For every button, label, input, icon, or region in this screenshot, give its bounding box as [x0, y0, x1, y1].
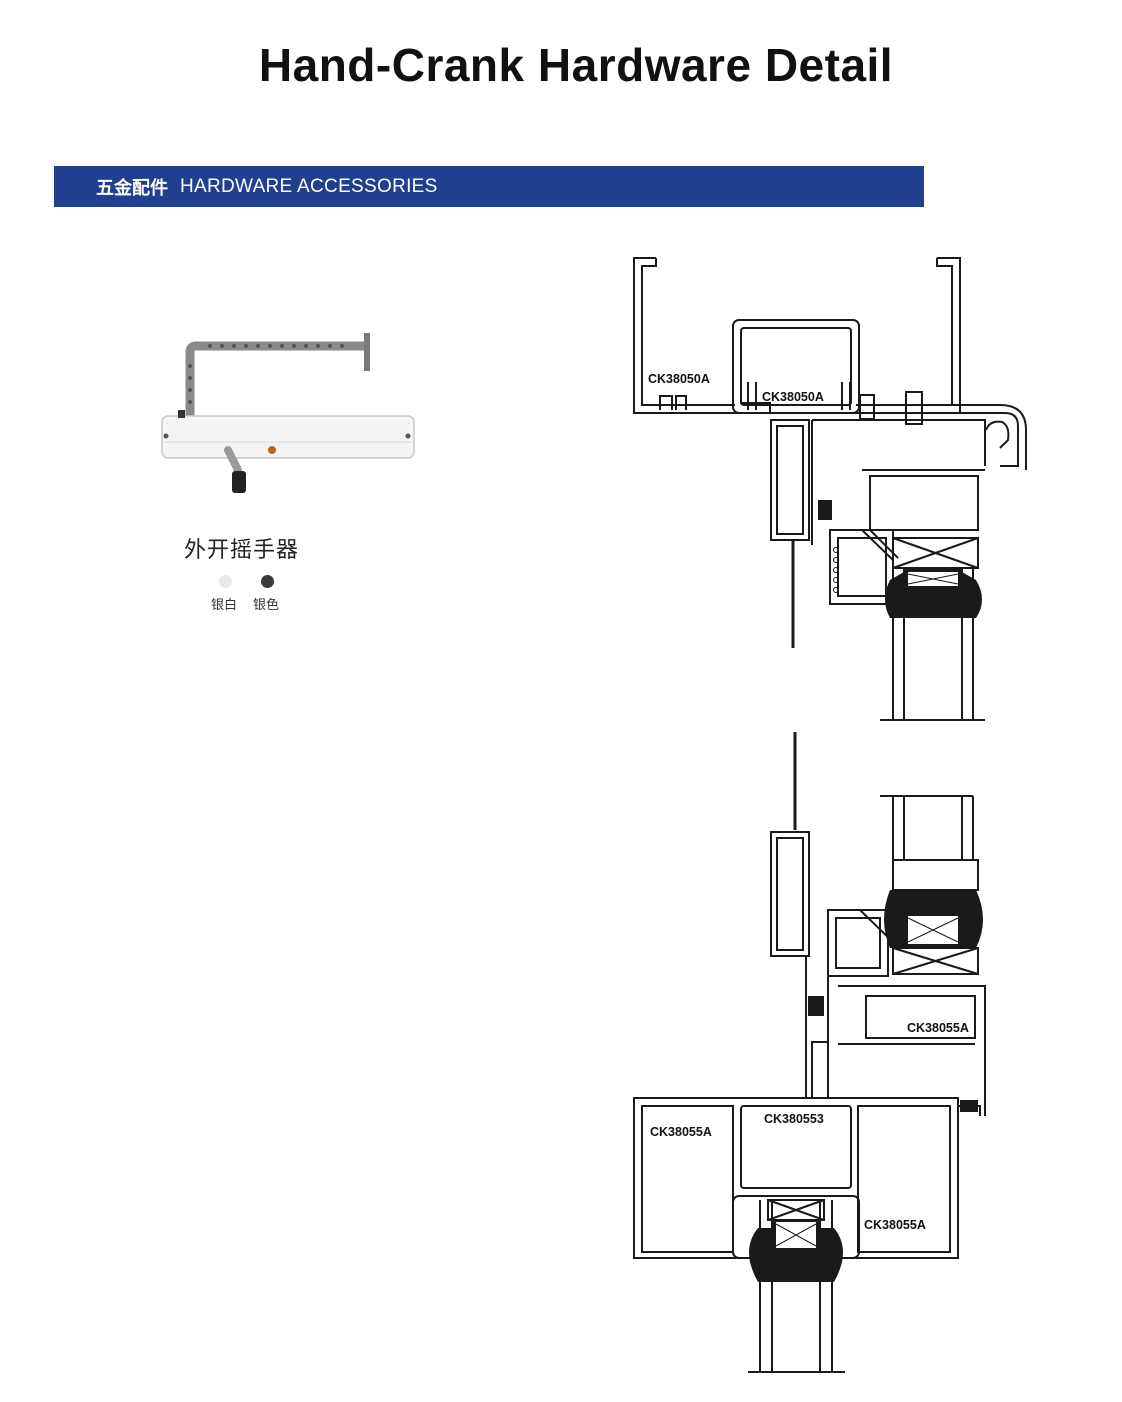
section-label-en: HARDWARE ACCESSORIES	[180, 175, 438, 197]
color-swatch-silver-white	[219, 575, 232, 588]
section-header: 五金配件 HARDWARE ACCESSORIES	[54, 166, 924, 207]
label-bottom-right: CK38055A	[864, 1218, 926, 1232]
color-swatch-silver	[261, 575, 274, 588]
label-lower-sash: CK38055A	[907, 1021, 969, 1035]
color-label-silver: 银色	[253, 598, 280, 613]
product-name: 外开摇手器	[184, 538, 300, 563]
hand-crank-image	[161, 333, 415, 493]
label-bottom-left: CK38055A	[650, 1125, 712, 1139]
label-bottom-mid: CK380553	[764, 1112, 824, 1126]
label-top-left-frame: CK38050A	[648, 372, 710, 386]
color-label-silver-white: 银白	[211, 598, 238, 613]
label-top-mid-frame: CK38050A	[762, 390, 824, 404]
page-title: Hand-Crank Hardware Detail	[258, 39, 894, 91]
section-label-zh: 五金配件	[96, 177, 168, 199]
